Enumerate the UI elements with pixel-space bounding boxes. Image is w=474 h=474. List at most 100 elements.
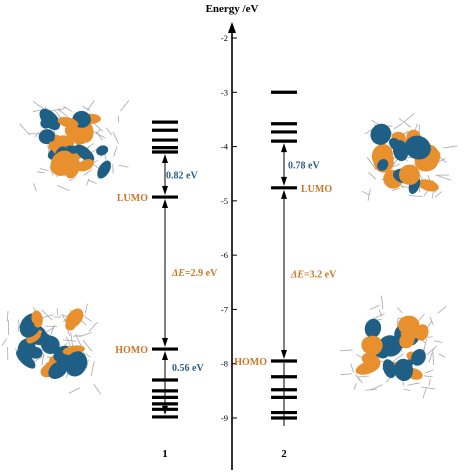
lumo-arrow-head-top [281,143,287,153]
molecule-bond [56,308,59,316]
gap-arrow-head-top [162,199,168,209]
molecule-bond [36,171,45,174]
orbital-lobe [399,164,420,186]
molecule-bond [6,310,9,322]
orbital-lobe [418,179,439,192]
molecule-bond [424,369,434,374]
energy-axis: Energy /eV -2-3-4-5-6-7-8-9 [206,3,258,470]
molecule-bond [68,387,81,394]
molecule-bond [428,348,435,363]
molecule-bond [369,305,380,310]
molecule-bond [393,123,403,130]
orbital-lobe [415,324,429,341]
molecule-bond [81,320,87,326]
molecule-bond [112,131,119,144]
lumo-label: LUMO [117,193,148,204]
complex-2-homo-orbital-image [339,295,447,399]
molecule-bond [19,123,31,136]
molecule-bond [84,303,88,314]
lumo-label: LUMO [301,184,332,195]
energy-gap-label: ΔE=3.2 eV [290,269,337,280]
molecule-bond [442,145,458,149]
molecule-bond [95,131,103,141]
molecule-bond [339,349,353,352]
molecule-bond [32,100,45,110]
molecule-bond [83,169,93,176]
molecule-bond [434,191,442,198]
molecule-bond [66,336,72,348]
molecule-bond [350,363,355,373]
energy-gap-label: ΔE=2.9 eV [171,268,218,279]
orbital-lobe [26,329,43,344]
homo-arrow-head-top [162,351,168,361]
molecule-bond [17,324,20,332]
molecule-bond [403,388,411,391]
complex-1-lumo-orbital-image [19,100,130,192]
molecule-bond [41,309,53,321]
molecule-bond [82,339,93,352]
gap-arrow-head-top [281,189,287,199]
molecule-bond [421,386,436,390]
orbital-lobe [361,352,381,368]
orbital-lobe [16,350,36,369]
molecule-bond [422,387,427,399]
orbital-lobe [97,160,111,179]
orbital-lobe [364,318,382,338]
molecule-bond [418,313,425,322]
axis-tick-label: -2 [221,33,228,43]
orbital-lobe [39,108,61,131]
lumo-arrow-head-bottom [281,176,287,186]
molecule-bond [390,353,404,364]
molecule-bond [367,188,371,202]
molecule-bond [403,112,415,123]
molecule-bond [118,164,129,168]
molecule-bond [429,316,434,326]
molecule-bond [407,382,420,386]
molecule-bond [81,313,92,322]
orbital-lobe [397,315,420,335]
molecule-bond [113,146,118,157]
molecule-bond [428,378,431,386]
molecule-bond [93,384,102,395]
molecule-bond [75,333,82,347]
molecule-bond [67,329,71,337]
molecule-bond [82,352,91,358]
axis-tick-label: -9 [221,413,228,423]
molecule-bond [34,131,40,138]
axis-tick-label: -7 [221,304,228,314]
molecule-bond [18,319,20,329]
molecule-bond [368,171,377,180]
molecule-bond [356,375,369,378]
axis-tick-label: -3 [221,87,228,97]
homo-arrow-head-bottom [162,405,168,415]
molecule-bond [49,166,54,176]
molecule-bond [82,105,91,111]
molecule-bond [408,195,423,198]
homo-label: HOMO [234,357,267,368]
orbital-lobe [363,335,383,356]
molecule-bond [437,175,452,181]
complex-2-label: 2 [281,448,287,460]
molecule-bond [1,338,7,347]
molecule-bond [366,156,377,171]
orbital-lobe [377,159,389,171]
orbital-lobe [404,135,431,160]
molecule-bond [62,339,77,342]
orbital-lobe [65,320,76,331]
orbital-lobe [65,351,88,377]
molecule-bond [392,187,400,191]
molecule-bond [397,307,403,314]
axis-tick-label: -8 [221,359,228,369]
molecule-bond [86,100,95,111]
molecule-bond [68,176,76,182]
lumo-gap-label: 0.78 eV [288,160,320,171]
molecule-bond [437,306,447,314]
molecule-bond [426,345,437,356]
orbital-lobe [64,126,83,143]
orbital-lobe [399,332,415,349]
molecule-bond [423,190,428,197]
orbital-lobe [411,349,426,366]
molecule-bond [105,127,113,136]
molecule-bond [56,184,70,192]
molecule-bond [57,108,69,117]
